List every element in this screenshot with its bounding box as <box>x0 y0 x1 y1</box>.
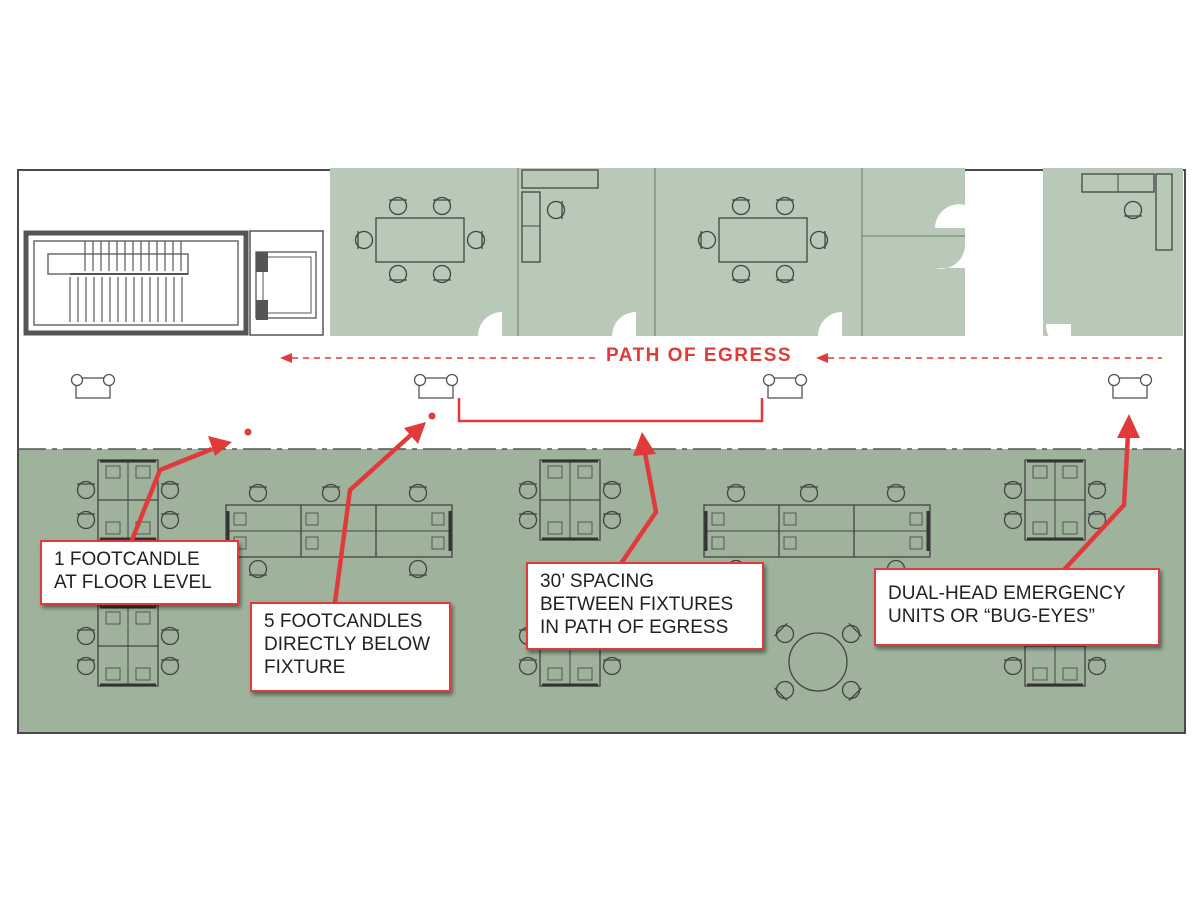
callout-text-line: IN PATH OF EGRESS <box>540 617 729 638</box>
callout-text-line: FIXTURE <box>264 657 346 678</box>
leader-arrows <box>125 414 1140 641</box>
callout-spacing: 30’ SPACING BETWEEN FIXTURES IN PATH OF … <box>526 562 764 650</box>
path-of-egress-label: PATH OF EGRESS <box>606 345 793 366</box>
callout-text-line: UNITS OR “BUG-EYES” <box>888 606 1095 627</box>
callout-dual-head: DUAL-HEAD EMERGENCY UNITS OR “BUG-EYES” <box>874 568 1160 646</box>
callout-text-line: BETWEEN FIXTURES <box>540 594 734 615</box>
callout-text-line: DIRECTLY BELOW <box>264 634 431 655</box>
callout-text-line: AT FLOOR LEVEL <box>54 572 212 593</box>
measurement-point-5fc <box>428 412 436 420</box>
callout-text-line: 1 FOOTCANDLE <box>54 549 200 570</box>
elevator <box>249 230 324 336</box>
spacing-bracket <box>457 398 764 423</box>
private-offices <box>330 168 1183 350</box>
callout-text-line: DUAL-HEAD EMERGENCY <box>888 583 1126 604</box>
fixture-4 <box>1107 373 1153 399</box>
callout-one-footcandle: 1 FOOTCANDLE AT FLOOR LEVEL <box>40 540 239 605</box>
open-office-furniture <box>77 460 1106 704</box>
callout-five-footcandles: 5 FOOTCANDLES DIRECTLY BELOW FIXTURE <box>250 602 451 692</box>
fixture-2 <box>413 373 459 399</box>
stairwell <box>23 230 249 336</box>
path-of-egress-arrow <box>280 353 1162 363</box>
fixture-3 <box>762 373 808 399</box>
callout-text-line: 5 FOOTCANDLES <box>264 611 423 632</box>
fixture-1 <box>70 373 116 399</box>
measurement-point-1fc <box>244 428 252 436</box>
callout-text-line: 30’ SPACING <box>540 571 655 592</box>
